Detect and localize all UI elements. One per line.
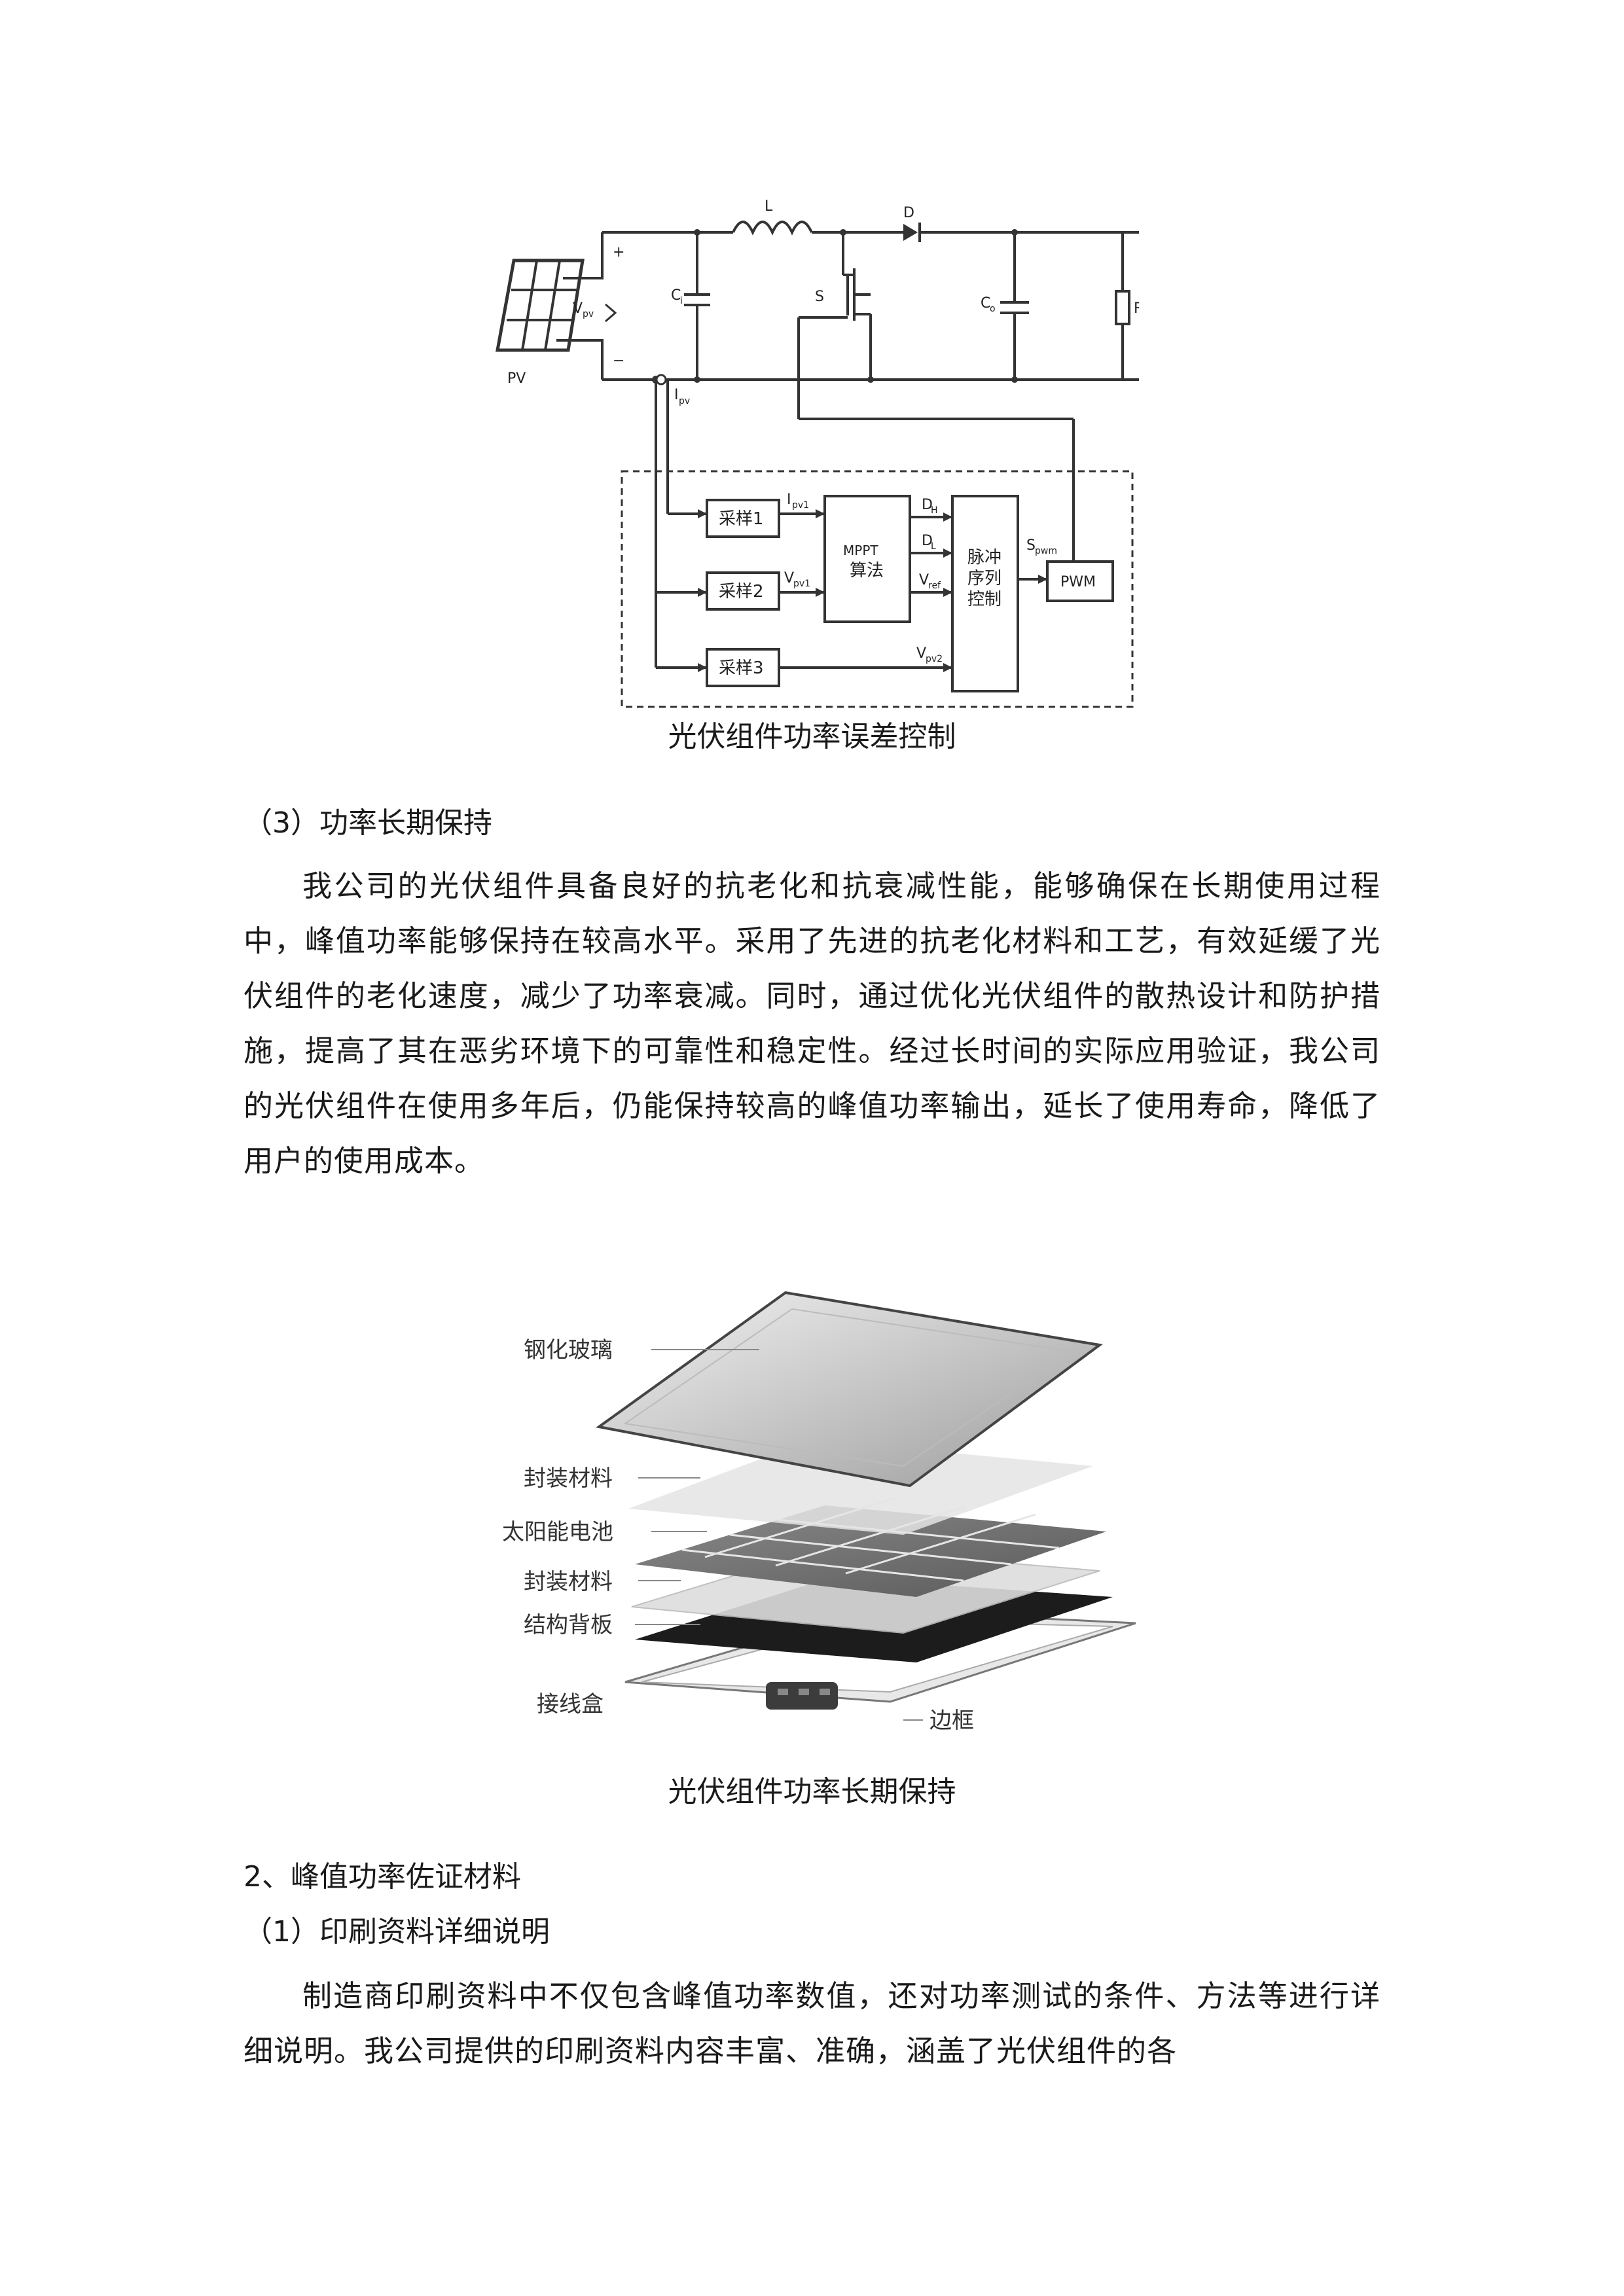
control-box [621,470,1134,708]
sample3-label: 采样3 [719,658,764,678]
module-layers-diagram: 钢化玻璃 封装材料 太阳能电池 封装材料 结构背板 接线盒 边框 [502,1291,1136,1734]
jbox-label: 接线盒 [537,1691,604,1717]
sample2-label: 采样2 [719,582,764,601]
spwm-label: S [1026,537,1036,554]
ipv1-label: I [787,492,791,508]
junction-box-icon [766,1682,838,1710]
svg-text:L: L [931,541,936,552]
vref-label: V [919,572,929,588]
mppt-algo-label: 算法 [850,561,884,581]
vpv1-label: V [784,570,794,586]
ipv-label: I [674,387,679,403]
peak-section-heading: 2、峰值功率佐证材料 [244,1860,521,1893]
cap-in-label: C [671,287,681,304]
svg-text:H: H [931,505,938,516]
svg-text:pv2: pv2 [926,654,943,664]
diode-label: D [903,205,914,221]
mppt-label: MPPT [843,543,878,558]
pulse-label-2: 序列 [967,569,1001,588]
encap1-layer [628,1440,1093,1535]
cells-label: 太阳能电池 [502,1519,613,1545]
glass-layer [596,1291,1103,1488]
dh-label: D [922,497,933,513]
vpv-label: V [573,300,583,317]
encap2-label: 封装材料 [524,1569,613,1595]
peak-paragraph: 制造商印刷资料中不仅包含峰值功率数值，还对功率测试的条件、方法等进行详细说明。我… [244,1979,1380,2068]
sample1-box [706,499,780,538]
minus-label: − [613,353,624,369]
inductor-label: L [765,198,773,215]
figure1-caption: 光伏组件功率误差控制 [668,720,956,753]
pv-label: PV [507,370,526,387]
svg-text:pwm: pwm [1035,546,1057,556]
switch-label: S [815,289,824,305]
backsheet-label: 结构背板 [524,1612,613,1638]
figure2-caption: 光伏组件功率长期保持 [668,1775,956,1808]
svg-text:ref: ref [928,581,941,591]
vpv2-label: V [916,645,926,662]
resistor-label: R [1134,300,1139,317]
plus-label: + [613,244,624,260]
sample1-label: 采样1 [719,509,764,529]
inductor-symbol [732,221,813,236]
section3-heading: （3）功率长期保持 [244,806,492,840]
dl-label: D [922,533,933,549]
pulse-label-3: 控制 [967,590,1001,609]
resistor-symbol [1115,290,1130,325]
glass-label: 钢化玻璃 [524,1337,613,1363]
pwm-box [1046,560,1114,602]
svg-text:o: o [990,304,996,314]
svg-text:pv: pv [679,396,690,406]
mppt-box [823,495,911,623]
svg-text:pv1: pv1 [793,579,810,589]
pv-panel-icon [496,259,585,352]
frame-label: 边框 [929,1708,974,1734]
svg-text:pv: pv [583,309,594,319]
pwm-label: PWM [1060,574,1096,590]
section3-paragraph: 我公司的光伏组件具备良好的抗老化和抗衰减性能，能够确保在长期使用过程中，峰值功率… [244,869,1380,1178]
svg-text:pv1: pv1 [792,500,809,511]
peak-subheading: （1）印刷资料详细说明 [244,1915,550,1948]
pulse-label-1: 脉冲 [967,548,1001,567]
svg-text:i: i [680,296,683,306]
circuit-diagram: L D + − C i S C o R PV V pv I pv 采样1 采样2… [496,198,1139,708]
cap-out-label: C [981,295,990,312]
encap1-label: 封装材料 [524,1465,613,1492]
